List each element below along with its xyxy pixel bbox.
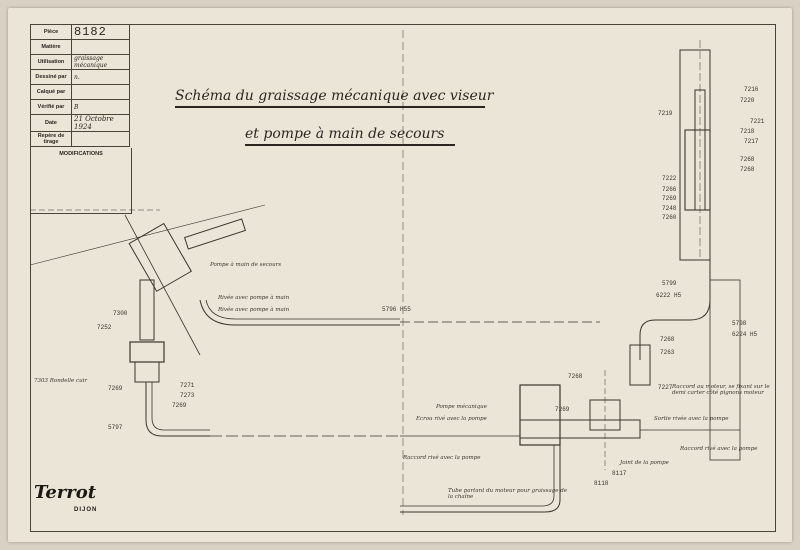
part-7269-a: 7269 — [108, 385, 123, 392]
pipe-to-chain — [400, 445, 561, 513]
viseur-fitting-left — [129, 341, 165, 363]
logo-brand: Terrot — [34, 482, 97, 503]
modifications-label: MODIFICATIONS — [59, 151, 103, 157]
label-rondelle: 7303 Rondelle cuir — [34, 378, 88, 384]
part-8118: 8118 — [594, 480, 609, 487]
part-7221: 7221 — [750, 118, 765, 125]
pump-housing-left-diagonal-2 — [29, 204, 266, 266]
hand-pump-plunger — [183, 218, 247, 250]
part-7269-c: 7269 — [662, 195, 677, 202]
left-pipe-vertical-inner — [151, 382, 210, 431]
part-7269-b: 7269 — [172, 402, 187, 409]
title-line-1: Schéma du graissage mécanique avec viseu… — [175, 88, 494, 104]
return-pipe-right — [639, 260, 711, 360]
part-7268-d: 7268 — [568, 373, 583, 380]
label-rivee-pompe-2: Rivée avec pompe à main — [218, 307, 290, 313]
part-7248: 7248 — [662, 205, 677, 212]
part-7300: 7300 — [113, 310, 128, 317]
part-5798: 5798 — [732, 320, 747, 327]
title-line-2: et pompe à main de secours — [245, 126, 445, 142]
drawing-sheet — [8, 8, 792, 542]
part-7252: 7252 — [97, 324, 112, 331]
part-7268-c: 7268 — [660, 336, 675, 343]
part-7271: 7271 — [180, 382, 195, 389]
part-6224: 6224 H5 — [732, 331, 758, 338]
part-7220: 7220 — [740, 97, 755, 104]
pipe-to-chain-inner — [400, 445, 555, 507]
terrot-logo: Terrot DIJON — [34, 482, 110, 513]
dessine-value: n. — [71, 69, 130, 85]
label-raccord-moteur: Raccord au moteur, se fixant sur le demi… — [672, 384, 770, 396]
oil-pipe-upper — [199, 299, 400, 326]
part-7263: 7263 — [660, 349, 675, 356]
part-7216: 7216 — [744, 86, 759, 93]
part-5799: 5799 — [662, 280, 677, 287]
part-7260: 7260 — [662, 214, 677, 221]
part-7273: 7273 — [180, 392, 195, 399]
part-5797: 5797 — [108, 424, 123, 431]
repere-label: Repère de tirage — [30, 131, 72, 147]
title-underline-1 — [175, 106, 485, 108]
pipe-right-vertical — [709, 279, 741, 461]
label-ecrou: Ecrou rivé avec la pompe — [416, 416, 487, 422]
part-6222: 6222 H5 — [656, 292, 682, 299]
union-fitting-right — [629, 344, 651, 386]
label-joint: Joint de la pompe — [620, 460, 669, 466]
drawing-frame — [30, 24, 776, 532]
modifications-box: MODIFICATIONS — [30, 148, 132, 214]
part-7217: 7217 — [744, 138, 759, 145]
repere-value — [71, 131, 130, 147]
check-valve-body — [139, 279, 155, 341]
part-7266: 7266 — [662, 186, 677, 193]
part-7269-d: 7269 — [555, 406, 570, 413]
label-pompe-meca: Pompe mécanique — [436, 404, 487, 410]
part-7219: 7219 — [658, 110, 673, 117]
pump-nut — [519, 419, 641, 439]
part-7222: 7222 — [662, 175, 677, 182]
hand-pump-body — [128, 222, 193, 292]
oil-pipe-upper-inner — [205, 299, 400, 320]
label-raccord-pompe: Raccord rivé avec la pompe — [403, 455, 481, 461]
part-7227: 7227 — [658, 384, 673, 391]
part-7268-a: 7268 — [740, 156, 755, 163]
label-tube-chaine: Tube partant du moteur pour graissage de… — [448, 488, 568, 500]
mechanical-pump-body — [519, 384, 561, 446]
label-raccord-rive: Raccord rivé avec la pompe — [680, 446, 758, 452]
part-8117: 8117 — [612, 470, 627, 477]
label-pompe-main: Pompe à main de secours — [210, 262, 282, 268]
viseur-fitting-right — [684, 129, 711, 211]
part-7218: 7218 — [740, 128, 755, 135]
title-underline-2 — [245, 144, 455, 146]
part-7268-b: 7268 — [740, 166, 755, 173]
part-5796: 5796 H55 — [382, 306, 411, 313]
left-pipe-vertical — [145, 382, 210, 437]
label-sortie-pompe: Sortie rivée avec la pompe — [654, 416, 729, 422]
label-rivee-pompe: Rivée avec pompe à main — [218, 295, 290, 301]
viseur-fitting-left-lower — [134, 361, 160, 383]
logo-city: DIJON — [74, 507, 98, 513]
